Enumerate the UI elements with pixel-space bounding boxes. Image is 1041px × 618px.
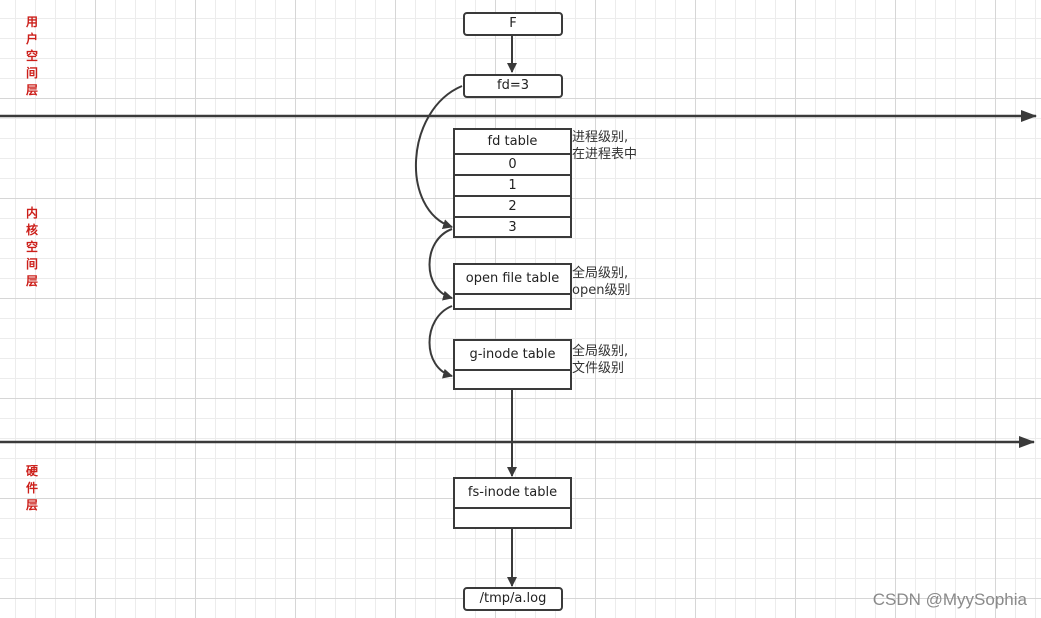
arrow-fd-to-row3 xyxy=(414,85,463,229)
open-file-table-title: open file table xyxy=(455,265,570,295)
g-inode-table-note-line1: 全局级别, xyxy=(572,344,629,359)
fd-node: fd=3 xyxy=(463,74,563,98)
fd-table-row: 3 xyxy=(508,220,517,235)
fd-table-title: fd table xyxy=(455,130,570,155)
open-file-table: open file table xyxy=(453,263,572,310)
g-inode-table-note: 全局级别, 文件级别 xyxy=(572,343,628,377)
arrow-openfile-to-ginode xyxy=(428,305,453,379)
fd-table-row: 1 xyxy=(455,176,570,197)
watermark: CSDN @MyySophia xyxy=(872,590,1027,609)
open-file-table-note-line1: 全局级别, xyxy=(572,266,629,281)
fs-inode-table-row xyxy=(455,509,570,527)
path-node: /tmp/a.log xyxy=(463,587,563,611)
open-file-table-row xyxy=(455,295,570,308)
g-inode-table-note-line2: 文件级别 xyxy=(572,361,625,376)
layer-label-hardware: 硬件层 xyxy=(25,464,38,512)
fd-table-note-line1: 进程级别, xyxy=(572,130,629,145)
fd-table-row: 2 xyxy=(455,197,570,218)
file-node: F xyxy=(463,12,563,36)
open-file-table-note-line2: open级别 xyxy=(572,283,631,298)
file-node-label: F xyxy=(509,16,517,31)
open-file-table-note: 全局级别, open级别 xyxy=(572,265,630,299)
layer-label-kernel: 内核空间层 xyxy=(25,206,38,288)
fd-table-note-line2: 在进程表中 xyxy=(572,147,638,162)
g-inode-table-row xyxy=(455,371,570,388)
fd-node-label: fd=3 xyxy=(497,78,529,93)
g-inode-table: g-inode table xyxy=(453,339,572,390)
arrow-row3-to-openfile xyxy=(428,228,453,301)
path-node-label: /tmp/a.log xyxy=(479,591,547,606)
fd-table: fd table 0 1 2 3 xyxy=(453,128,572,238)
layer-label-user: 用户空间层 xyxy=(25,15,38,97)
fs-inode-table: fs-inode table xyxy=(453,477,572,529)
fd-table-note: 进程级别, 在进程表中 xyxy=(572,129,637,163)
g-inode-table-title: g-inode table xyxy=(455,341,570,371)
fd-table-row: 0 xyxy=(455,155,570,176)
fs-inode-table-title: fs-inode table xyxy=(455,479,570,509)
